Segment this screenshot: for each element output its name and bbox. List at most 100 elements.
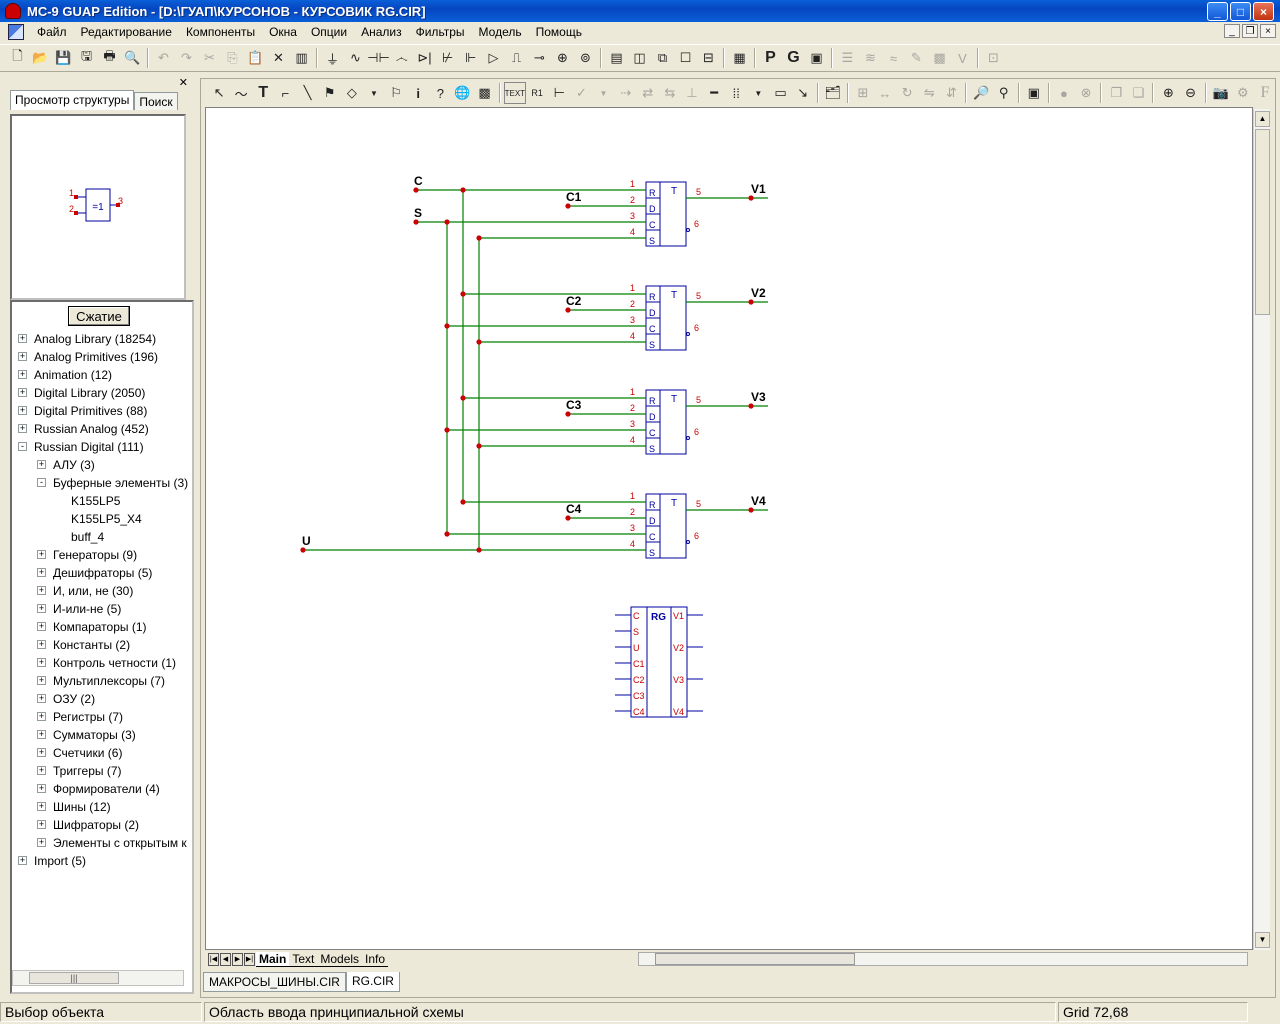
tree-item[interactable]: +Элементы с открытым к [12,834,192,852]
voltage-source-icon[interactable]: ⊕ [557,50,568,65]
save-all-icon[interactable]: 🖫 [80,48,93,63]
tree-item[interactable]: +Russian Analog (452) [12,420,192,438]
battery-icon[interactable]: ⎍ [511,50,522,65]
first-sheet-icon[interactable]: |◀ [208,952,219,966]
panel-close-icon[interactable]: ✕ [178,77,188,89]
vp-icon[interactable]: V [958,50,967,66]
mosfet-icon[interactable]: ⊩ [464,50,477,65]
file-tab-macros[interactable]: МАКРОСЫ_ШИНЫ.CIR [203,972,346,992]
menu-components[interactable]: Компоненты [185,25,256,39]
delete-icon[interactable]: ✕ [273,50,284,65]
prev-sheet-icon[interactable]: ◀ [220,952,231,966]
flip-v-icon[interactable]: ⇵ [945,85,957,100]
tree-item[interactable]: +Мультиплексоры (7) [12,672,192,690]
tree-item[interactable]: +Формирователи (4) [12,780,192,798]
font-icon[interactable]: F [1260,84,1270,101]
expand-node-icon[interactable]: + [37,819,46,829]
transistor-icon[interactable]: ⊬ [441,50,454,65]
capacitor-icon[interactable]: ⊣⊢ [367,50,390,65]
schematic-vertical-scrollbar[interactable]: ▲ ▼ [1253,109,1270,950]
print-icon[interactable]: 🖶 [103,48,116,63]
tree-item[interactable]: +Дешифраторы (5) [12,564,192,582]
dropdown-arrow-icon[interactable]: ▼ [754,88,763,98]
globe-icon[interactable]: 🌐 [454,85,471,100]
info-icon[interactable]: i [416,85,420,101]
tab-models[interactable]: Models [317,952,363,967]
redo-icon[interactable]: ↷ [181,50,192,65]
pin-numbers-icon[interactable]: ⊥ [686,85,698,100]
print-preview-icon[interactable]: 🔍 [124,50,141,65]
tree-item[interactable]: +Сумматоры (3) [12,726,192,744]
save-icon[interactable]: 💾 [55,50,72,65]
presentation-icon[interactable]: ▣ [1027,85,1040,100]
schematic-horizontal-scrollbar[interactable] [638,952,1248,966]
menu-model[interactable]: Модель [478,25,522,39]
expand-node-icon[interactable]: + [18,405,27,415]
line-tool-icon[interactable]: ╲ [303,85,312,100]
maximize-button[interactable]: □ [1230,2,1251,21]
expand-node-icon[interactable]: + [18,369,27,379]
collapse-button[interactable]: Сжатие [68,306,130,326]
tree-item[interactable]: +И-или-не (5) [12,600,192,618]
expand-node-icon[interactable]: + [37,801,46,811]
find-icon[interactable]: 🔎 [973,85,990,100]
calculator-icon[interactable]: ▦ [733,50,746,65]
tree-item[interactable]: K155LP5 [12,492,192,510]
expand-node-icon[interactable]: + [37,567,46,577]
diode-icon[interactable]: ⊳| [417,50,432,65]
tree-item[interactable]: -Буферные элементы (3) [12,474,192,492]
expand-node-icon[interactable]: + [37,693,46,703]
node-voltage-icon[interactable]: ✓ [575,85,587,100]
expand-node-icon[interactable]: + [37,549,46,559]
menu-windows[interactable]: Окна [269,25,297,39]
collapse-node-icon[interactable]: - [18,442,27,451]
dropdown-arrow-icon[interactable]: ▼ [369,88,378,98]
expand-node-icon[interactable]: + [18,423,27,433]
property-g-icon[interactable]: G [787,49,800,66]
attribute-icon[interactable]: R1 [531,88,543,98]
tree-item[interactable]: +Регистры (7) [12,708,192,726]
file-tab-rg[interactable]: RG.CIR [345,972,400,992]
settings-icon[interactable]: ⚙ [1236,85,1249,100]
chip-icon[interactable]: ▩ [933,50,946,65]
flip-icon[interactable]: ⇋ [923,85,935,100]
expand-node-icon[interactable]: + [18,855,27,865]
swap-icon[interactable]: ⇄ [642,85,654,100]
camera-icon[interactable]: 📷 [1212,85,1229,100]
paste-icon[interactable]: 📋 [247,50,264,65]
current-icon[interactable]: ⇢ [620,85,632,100]
tree-item[interactable]: +И, или, не (30) [12,582,192,600]
tab-main[interactable]: Main [256,951,290,967]
copy-icon[interactable]: ⎘ [227,50,238,65]
tree-item[interactable]: +Шины (12) [12,798,192,816]
tree-item[interactable]: +Счетчики (6) [12,744,192,762]
tile-horizontal-icon[interactable]: ▤ [610,50,623,65]
expand-node-icon[interactable]: + [37,711,46,721]
help-query-icon[interactable]: ? [436,85,444,101]
grid-icon[interactable]: ⁞⁞ [732,85,740,101]
close-button[interactable]: × [1253,2,1274,21]
waveform-icon[interactable]: ≋ [865,50,876,65]
scrollbar-thumb[interactable]: ||| [29,972,119,984]
split-window-icon[interactable]: ⊟ [703,50,714,65]
text-toggle-icon[interactable]: TEXT [503,82,527,104]
tree-item[interactable]: +Константы (2) [12,636,192,654]
border-icon[interactable]: ▭ [774,85,787,100]
tree-item[interactable]: +Animation (12) [12,366,192,384]
expand-node-icon[interactable]: + [18,333,27,343]
tree-item[interactable]: +Контроль четности (1) [12,654,192,672]
wire-icon[interactable]: 〜 [234,86,248,102]
tab-structure-view[interactable]: Просмотр структуры [10,90,135,110]
menu-filters[interactable]: Фильтры [415,25,465,39]
resistor-icon[interactable]: ∿ [350,50,361,65]
expand-node-icon[interactable]: + [18,351,27,361]
cancel-icon[interactable]: ⊗ [1080,85,1092,100]
mdi-restore-button[interactable]: ❐ [1242,24,1258,38]
tree-item[interactable]: -Russian Digital (111) [12,438,192,456]
expand-node-icon[interactable]: + [37,837,46,847]
tree-item[interactable]: +Analog Primitives (196) [12,348,192,366]
last-sheet-icon[interactable]: ▶| [244,952,255,966]
flag-icon[interactable]: ⚑ [323,85,336,100]
menu-analysis[interactable]: Анализ [361,25,402,39]
